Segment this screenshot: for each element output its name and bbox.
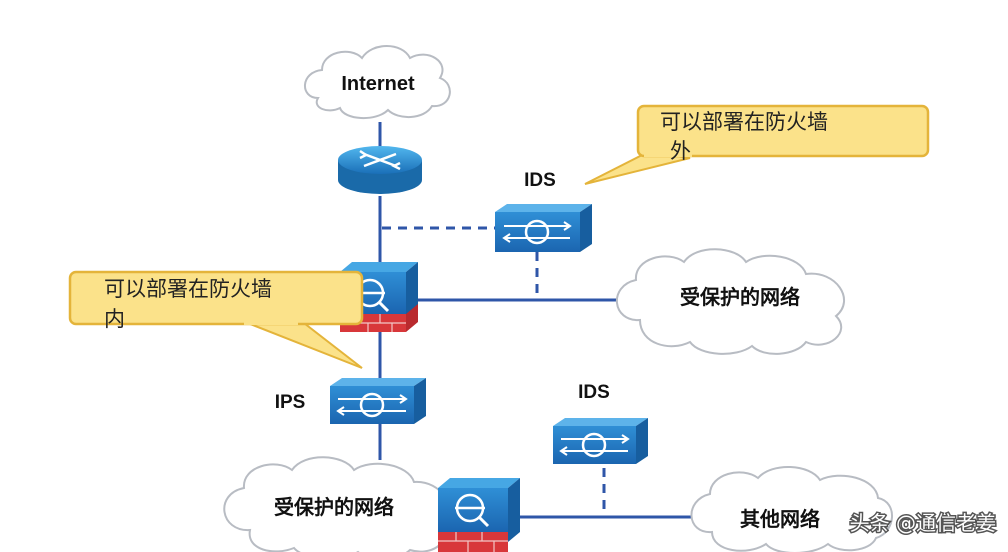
ips-label: IPS: [275, 392, 306, 413]
router-icon: [338, 146, 422, 194]
ips: IPS: [275, 378, 426, 424]
callout-outside-firewall: 可以部署在防火墙 外: [584, 104, 930, 185]
ids-bottom: IDS: [553, 382, 648, 464]
ids-sensor-icon: [553, 418, 648, 464]
watermark-text: 头条 @通信老姜: [850, 511, 996, 535]
other-network-label: 其他网络: [740, 507, 820, 531]
links: [378, 122, 700, 519]
protected-network-bottom-label: 受保护的网络: [274, 495, 394, 519]
protected-network-cloud-right: 受保护的网络: [616, 248, 846, 355]
firewall-icon: [438, 478, 520, 552]
ids-sensor-icon: [495, 204, 592, 252]
callout-inside-line2: 内: [104, 307, 125, 331]
watermark: 头条 @通信老姜: [848, 510, 997, 537]
protected-network-right-label: 受保护的网络: [680, 285, 800, 309]
callout-inside-firewall: 可以部署在防火墙 内: [68, 270, 364, 369]
ids-bottom-label: IDS: [578, 382, 610, 403]
ids-top-label: IDS: [524, 170, 556, 191]
other-network-cloud: 其他网络: [690, 465, 893, 552]
callout-outside-line2: 外: [670, 139, 691, 163]
callout-inside-line1: 可以部署在防火墙: [104, 277, 272, 301]
ids-top: IDS: [495, 170, 592, 252]
internet-label: Internet: [341, 73, 415, 95]
internet-cloud: Internet: [304, 45, 451, 119]
ips-sensor-icon: [330, 378, 426, 424]
callout-outside-line1: 可以部署在防火墙: [660, 110, 828, 134]
protected-network-cloud-bottom: 受保护的网络: [223, 456, 450, 552]
